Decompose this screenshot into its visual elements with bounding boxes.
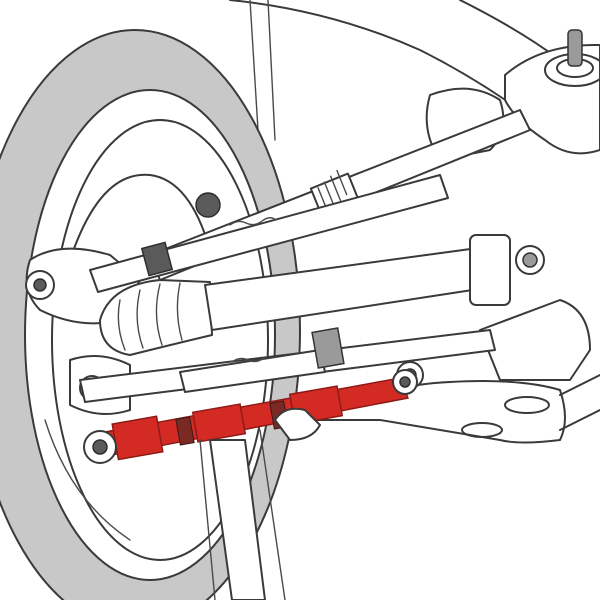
subframe — [299, 299, 600, 444]
upper-link-2 — [89, 174, 449, 293]
lower-brace — [199, 429, 286, 600]
toe-link-mount-bolt-icon — [274, 407, 321, 441]
arm-logo-icon — [231, 357, 265, 363]
drive-axle — [204, 234, 545, 331]
mount-stud-icon — [567, 29, 583, 67]
arm-logo-icon — [229, 217, 277, 226]
toe-link-highlighted — [83, 369, 418, 464]
wheel-rim — [44, 119, 269, 561]
cv-boot — [99, 279, 213, 356]
